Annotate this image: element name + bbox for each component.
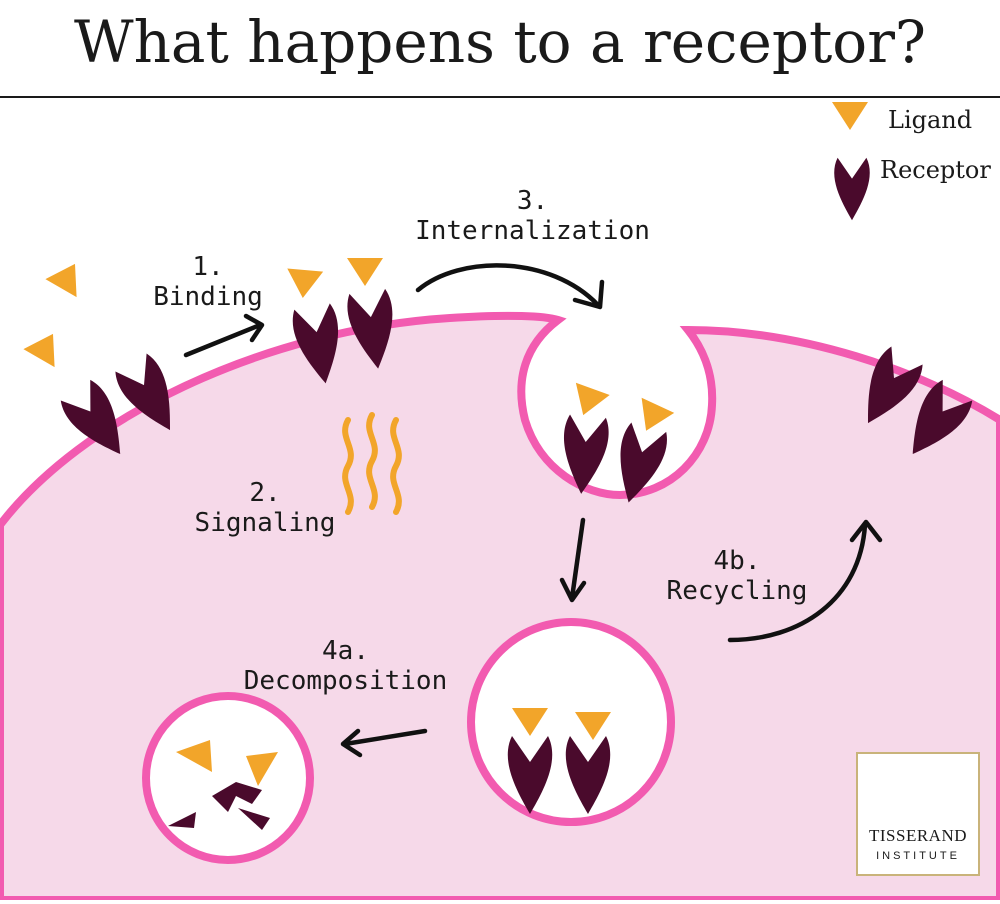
step-binding-label: 1. Binding	[148, 252, 268, 312]
endosome	[467, 618, 675, 826]
arrow-decomposition	[340, 728, 428, 758]
arrow-recycling	[727, 519, 883, 643]
legend-ligand-icon	[832, 102, 868, 130]
step-number: 2.	[249, 478, 281, 508]
page-title: What happens to a receptor?	[73, 8, 927, 76]
step-name: Recycling	[666, 576, 808, 606]
signaling-waves-icon	[342, 412, 402, 515]
step-decomposition-label: 4a. Decomposition	[228, 636, 463, 696]
step-number: 4a.	[322, 636, 369, 666]
logo-line2: INSTITUTE	[876, 850, 960, 862]
free-ligand	[45, 254, 91, 298]
ligand-bound	[347, 258, 383, 286]
arrow-internalization	[415, 263, 605, 310]
legend-ligand-label: Ligand	[888, 106, 973, 134]
step-number: 3.	[516, 186, 549, 216]
title-divider	[0, 96, 1000, 98]
tisserand-institute-logo: TISSERAND INSTITUTE	[856, 752, 980, 876]
logo-line1: TISSERAND	[868, 826, 967, 845]
arrow-to-endosome	[559, 517, 587, 603]
ligand-internalizing	[629, 397, 675, 439]
step-name: Decomposition	[243, 666, 448, 696]
step-name: Internalization	[415, 216, 650, 246]
step-signaling-label: 2. Signaling	[185, 478, 345, 538]
step-recycling-label: 4b. Recycling	[652, 546, 822, 606]
step-internalization-label: 3. Internalization	[405, 186, 660, 246]
ligand-internalizing	[566, 382, 610, 422]
step-name: Signaling	[194, 508, 336, 538]
ligand-bound	[284, 268, 324, 300]
legend-receptor-label: Receptor	[880, 156, 991, 184]
lysosome	[142, 692, 314, 864]
degraded-fragments	[168, 740, 278, 830]
step-number: 4b.	[713, 546, 761, 576]
step-name: Binding	[153, 282, 263, 312]
arrow-binding	[183, 313, 265, 358]
step-number: 1.	[192, 252, 224, 282]
free-ligand	[23, 324, 69, 368]
legend-receptor-icon	[834, 157, 870, 221]
